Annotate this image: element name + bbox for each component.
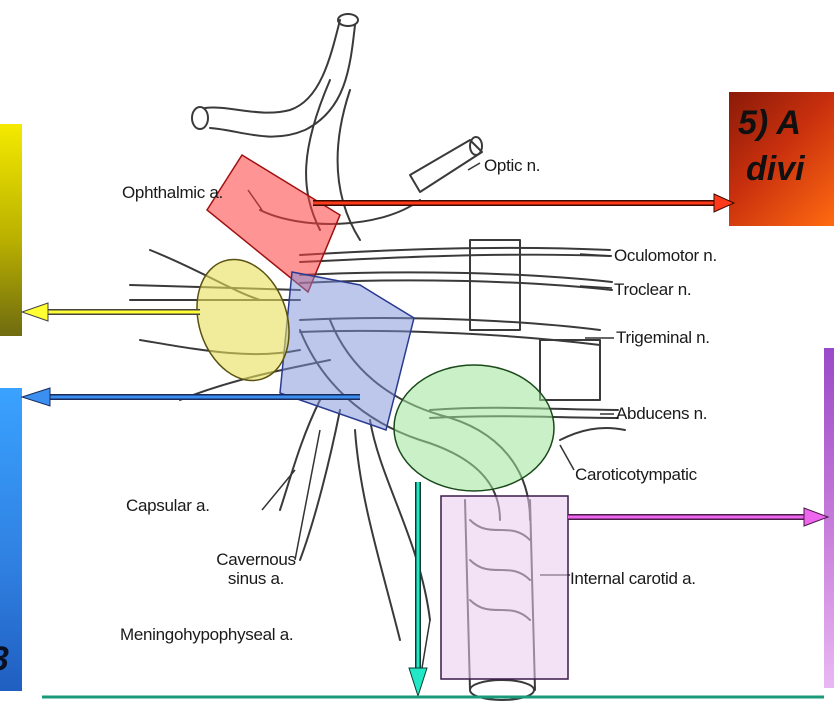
abducens-nerve-label: Abducens n. xyxy=(616,404,707,424)
optic-nerve-label: Optic n. xyxy=(484,156,540,176)
oculomotor-nerve-label: Oculomotor n. xyxy=(614,246,717,266)
cavernous-line2: sinus a. xyxy=(196,569,316,588)
internal-carotid-artery-label: Internal carotid a. xyxy=(570,569,696,589)
ophthalmic-artery-label: Ophthalmic a. xyxy=(122,183,223,203)
meningohypophyseal-artery-label: Meningohypophyseal a. xyxy=(120,625,293,645)
green-highlight-region xyxy=(394,365,554,491)
troclear-nerve-label: Troclear n. xyxy=(614,280,691,300)
purple-highlight-region xyxy=(441,496,568,679)
cavernous-sinus-artery-label: Cavernous sinus a. xyxy=(196,550,316,588)
trigeminal-nerve-label: Trigeminal n. xyxy=(616,328,710,348)
capsular-artery-label: Capsular a. xyxy=(126,496,210,516)
caroticotympatic-label: Caroticotympatic xyxy=(575,465,697,485)
blue-highlight-region xyxy=(280,272,414,430)
cavernous-line1: Cavernous xyxy=(196,550,316,569)
